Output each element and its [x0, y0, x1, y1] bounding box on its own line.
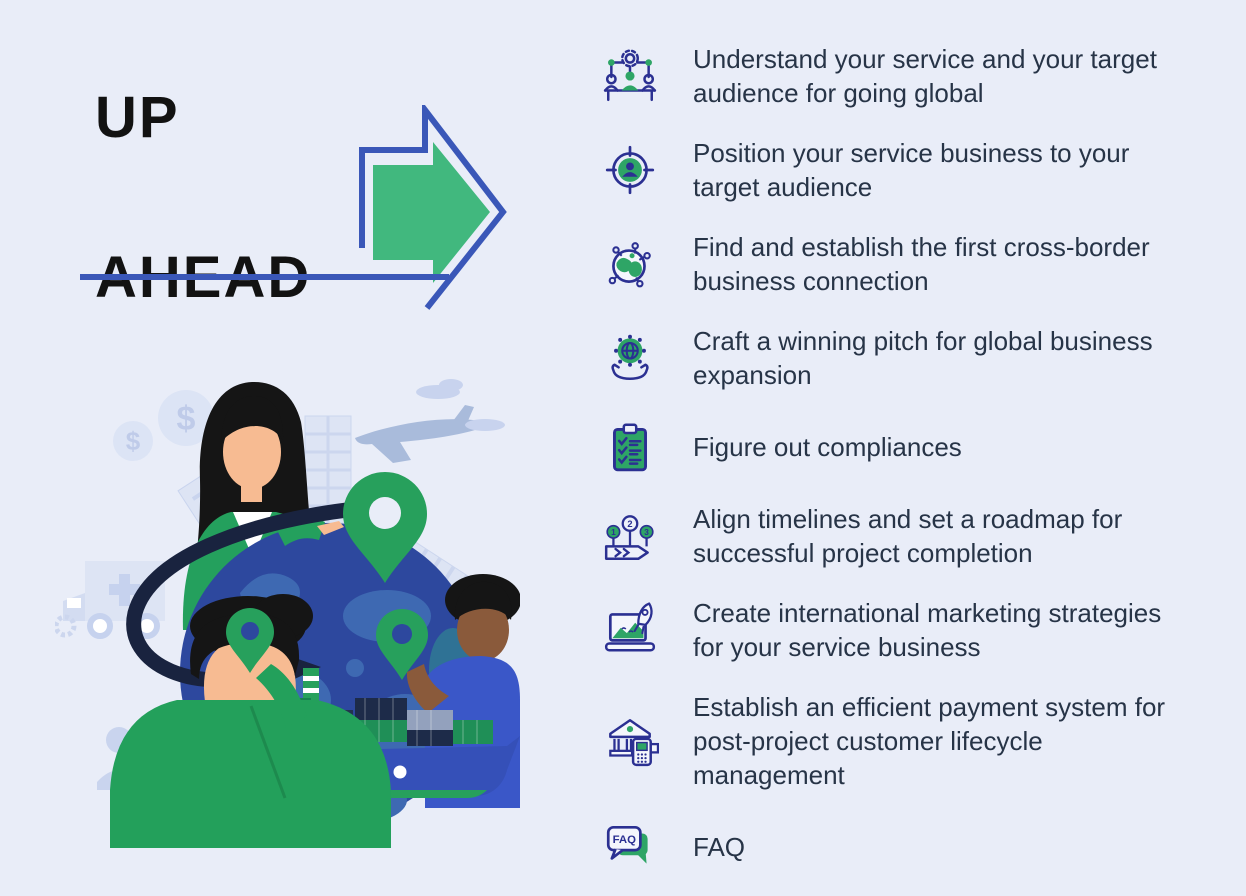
- roadmap-milestones-icon: 1 2 3: [600, 507, 660, 565]
- agenda-item-text: Establish an efficient payment system fo…: [693, 692, 1166, 790]
- globe-network-icon: [600, 235, 660, 293]
- forward-arrow-icon: [80, 105, 507, 310]
- location-pin-icon: [343, 472, 427, 583]
- agenda-item-text: FAQ: [693, 832, 746, 862]
- man-back-view: [110, 594, 391, 848]
- list-item: Figure out compliances: [600, 418, 1210, 476]
- agenda-item-text: Craft a winning pitch for global busines…: [693, 326, 1153, 390]
- meeting-gear-icon: [600, 47, 660, 105]
- agenda-item-text: Figure out compliances: [693, 432, 962, 462]
- global-business-illustration: $ $: [55, 379, 520, 848]
- dollar-coin-icon: [158, 390, 214, 446]
- coin-symbol: $: [126, 426, 141, 456]
- list-item: Establish an efficient payment system fo…: [600, 690, 1210, 792]
- agenda-item-text: Align timelines and set a roadmap for su…: [693, 504, 1123, 568]
- list-item: FAQ FAQ: [600, 818, 1210, 876]
- list-item: Find and establish the first cross-borde…: [600, 230, 1210, 298]
- agenda-item-text: Find and establish the first cross-borde…: [693, 232, 1150, 296]
- list-item: Understand your service and your target …: [600, 42, 1210, 110]
- arrow-fill: [373, 142, 490, 283]
- svg-text:3: 3: [644, 528, 649, 537]
- list-item: 1 2 3 Align timelines and set a roadmap …: [600, 502, 1210, 570]
- faq-bubble-icon: FAQ: [600, 818, 660, 876]
- bank-payment-icon: [600, 712, 660, 770]
- airplane-icon: [355, 405, 484, 463]
- marketing-laptop-rocket-icon: [600, 601, 660, 659]
- pitch-hand-globe-icon: [600, 329, 660, 387]
- arrow-outline: [359, 105, 507, 310]
- agenda-item-text: Create international marketing strategie…: [693, 598, 1162, 662]
- dollar-coin-icon: [113, 421, 153, 461]
- list-item: Position your service business to your t…: [600, 136, 1210, 204]
- title-line-1: UP: [95, 85, 180, 150]
- coin-symbol: $: [177, 400, 196, 438]
- agenda-item-text: Position your service business to your t…: [693, 138, 1130, 202]
- agenda-item-text: Understand your service and your target …: [693, 44, 1157, 108]
- gear-icon: [55, 614, 77, 638]
- list-item: Craft a winning pitch for global busines…: [600, 324, 1210, 392]
- agenda-list: Understand your service and your target …: [600, 42, 1210, 896]
- svg-text:FAQ: FAQ: [613, 834, 637, 846]
- compliance-clipboard-icon: [600, 418, 660, 476]
- list-item: Create international marketing strategie…: [600, 596, 1210, 664]
- delivery-truck-icon: [63, 561, 165, 639]
- svg-text:1: 1: [611, 528, 616, 537]
- svg-text:2: 2: [627, 519, 632, 529]
- target-audience-icon: [600, 141, 660, 199]
- cloud: [465, 419, 505, 431]
- cloud: [439, 379, 463, 391]
